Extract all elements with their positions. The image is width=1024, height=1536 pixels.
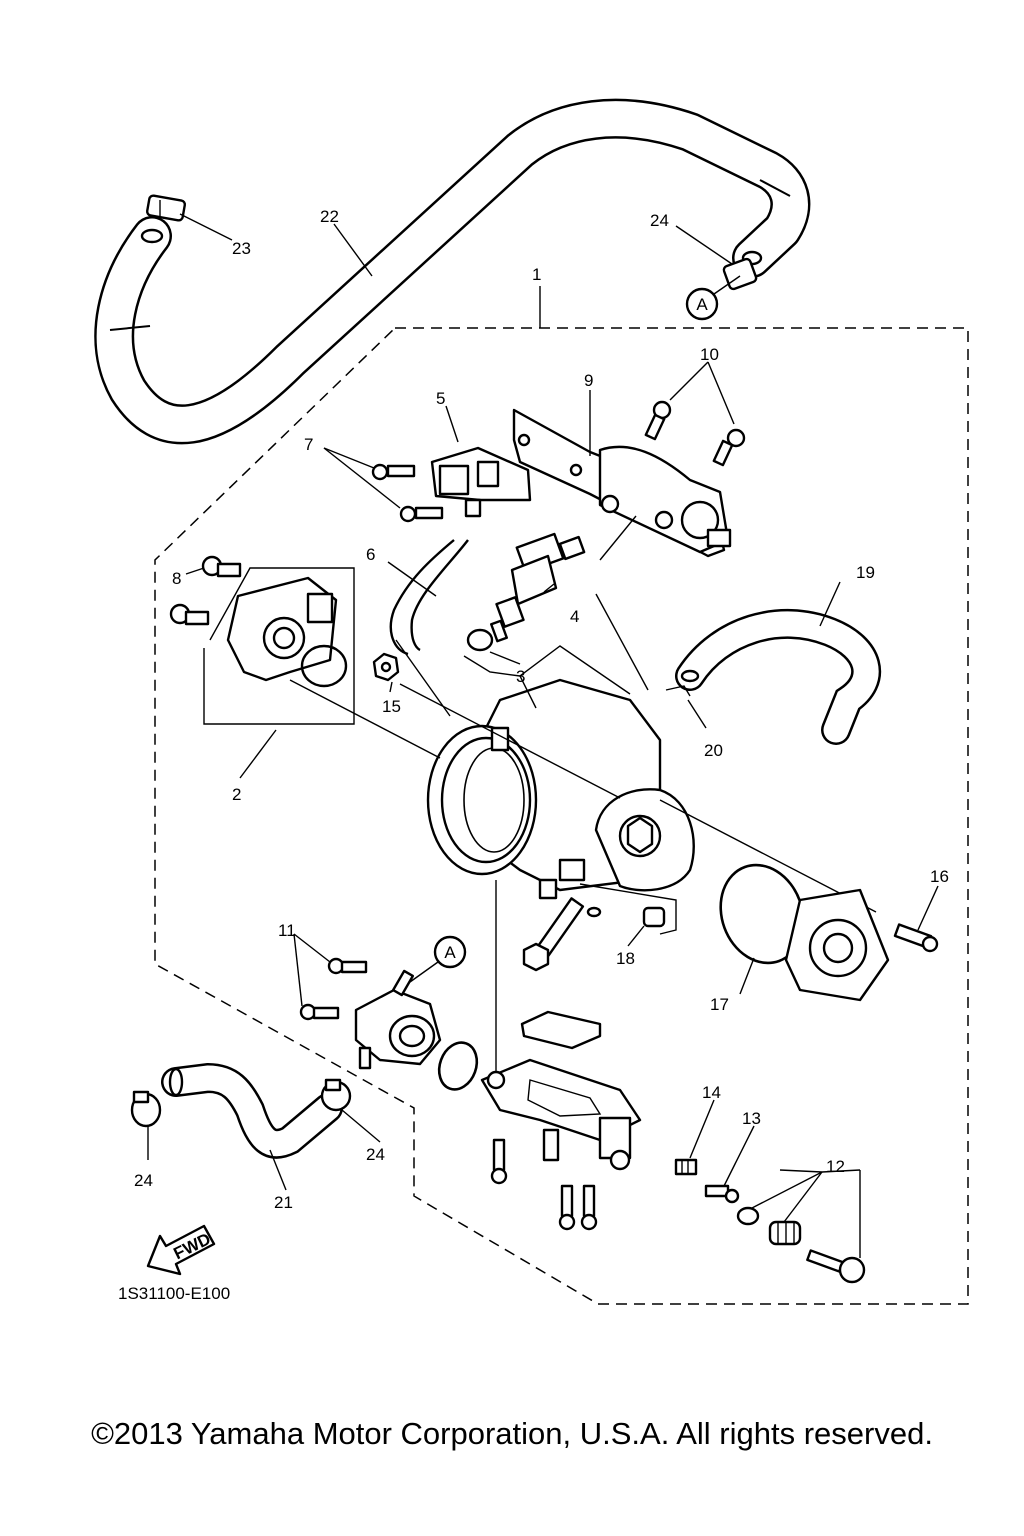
nut-15 bbox=[372, 652, 400, 682]
bolt-7b bbox=[399, 505, 444, 523]
copyright-notice: ©2013 Yamaha Motor Corporation, U.S.A. A… bbox=[91, 1416, 933, 1451]
bolt-10a bbox=[644, 400, 672, 441]
bolt-7a bbox=[371, 463, 416, 481]
part-label-17: 17 bbox=[710, 995, 729, 1014]
part-label-19: 19 bbox=[856, 563, 875, 582]
part-label-24-right: 24 bbox=[366, 1145, 385, 1164]
cover-16 bbox=[784, 888, 890, 1002]
part-label-20: 20 bbox=[704, 741, 723, 760]
hose-22 bbox=[94, 98, 811, 445]
part-label-5: 5 bbox=[436, 389, 445, 408]
mounting-plate bbox=[480, 1058, 642, 1171]
clamp-23 bbox=[145, 194, 187, 222]
hose-21 bbox=[161, 1062, 343, 1159]
hose-19 bbox=[675, 608, 881, 745]
part-label-7: 7 bbox=[304, 435, 313, 454]
clip-20 bbox=[665, 685, 691, 697]
part-label-23: 23 bbox=[232, 239, 251, 258]
tp-sensor-2 bbox=[203, 567, 355, 725]
part-label-12: 12 bbox=[826, 1157, 845, 1176]
bolt-16 bbox=[893, 923, 939, 953]
bracket-9 bbox=[512, 408, 732, 558]
leader-lines bbox=[147, 213, 939, 1258]
adjust-screw bbox=[522, 897, 602, 972]
o-ring bbox=[437, 1041, 479, 1091]
part-label-1: 1 bbox=[532, 265, 541, 284]
clamp-24-upper bbox=[722, 257, 758, 291]
part-label-16: 16 bbox=[930, 867, 949, 886]
part-label-22: 22 bbox=[320, 207, 339, 226]
bolt-lower-left bbox=[490, 1138, 508, 1185]
intake-joint bbox=[354, 969, 442, 1070]
washer-3 bbox=[466, 628, 494, 652]
part-label-2: 2 bbox=[232, 785, 241, 804]
part-label-24-left: 24 bbox=[134, 1171, 153, 1190]
reference-mark-label: A bbox=[696, 295, 708, 314]
bolt-10b bbox=[712, 428, 746, 467]
bolt-lower-mid-b bbox=[580, 1184, 598, 1231]
part-label-13: 13 bbox=[742, 1109, 761, 1128]
part-label-21: 21 bbox=[274, 1193, 293, 1212]
screw-8a bbox=[201, 555, 242, 578]
clamp-24-lower-left bbox=[130, 1090, 162, 1128]
part-label-15: 15 bbox=[382, 697, 401, 716]
part-label-6: 6 bbox=[366, 545, 375, 564]
reference-mark-a-lower: A bbox=[409, 935, 467, 983]
clamp-24-lower-right bbox=[320, 1078, 352, 1112]
assembly-boundary bbox=[154, 327, 969, 1305]
part-label-10: 10 bbox=[700, 345, 719, 364]
part-label-18: 18 bbox=[616, 949, 635, 968]
hose-6 bbox=[389, 539, 469, 656]
sensor-5 bbox=[430, 446, 532, 518]
part-label-3: 3 bbox=[516, 667, 525, 686]
part-label-9: 9 bbox=[584, 371, 593, 390]
bolt-lower-mid-a bbox=[558, 1184, 576, 1231]
reference-mark-label: A bbox=[444, 943, 456, 962]
pin-13 bbox=[704, 1184, 740, 1204]
part-label-4: 4 bbox=[570, 607, 579, 626]
screw-8b bbox=[169, 603, 210, 626]
throttle-body-1 bbox=[426, 678, 695, 900]
reference-mark-a-upper: A bbox=[685, 275, 741, 321]
drawing-code: 1S31100-E100 bbox=[118, 1284, 230, 1303]
part-label-8: 8 bbox=[172, 569, 181, 588]
part-number-labels: 1 2 3 4 5 6 7 8 9 10 11 12 13 14 15 16 1… bbox=[134, 207, 949, 1212]
spring-14 bbox=[674, 1158, 698, 1176]
parts-12 bbox=[736, 1206, 866, 1284]
part-label-24-upper: 24 bbox=[650, 211, 669, 230]
forward-arrow-icon: FWD bbox=[146, 1224, 216, 1276]
bolt-11b bbox=[299, 1003, 340, 1021]
bolt-11a bbox=[327, 957, 368, 975]
part-label-11: 11 bbox=[278, 921, 296, 940]
plug-18 bbox=[642, 906, 666, 928]
gasket bbox=[520, 1010, 602, 1050]
part-label-14: 14 bbox=[702, 1083, 721, 1102]
